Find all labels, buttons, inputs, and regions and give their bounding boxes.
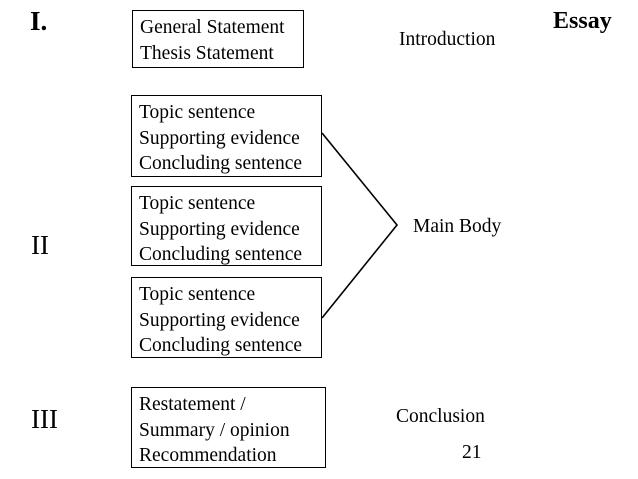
body-1-line-2: Supporting evidence xyxy=(139,127,300,149)
body-paragraph-box-1: Topic sentence Supporting evidence Concl… xyxy=(131,95,322,177)
section-label-introduction: Introduction xyxy=(399,29,496,50)
page-title: Essay xyxy=(553,8,612,34)
body-3-line-1: Topic sentence xyxy=(139,284,256,305)
conclusion-box: Restatement / Summary / opinion Recommen… xyxy=(131,387,326,468)
body-paragraph-box-2: Topic sentence Supporting evidence Concl… xyxy=(131,186,322,266)
body-3-line-2: Supporting evidence xyxy=(139,309,300,331)
section-numeral-one: I. xyxy=(30,6,48,36)
body-1-line-1: Topic sentence xyxy=(139,102,256,123)
body-2-line-2: Supporting evidence xyxy=(139,218,300,240)
body-3-line-3: Concluding sentence xyxy=(139,335,302,356)
body-2-line-1: Topic sentence xyxy=(139,193,256,214)
page-number: 21 xyxy=(462,442,482,463)
body-2-line-3: Concluding sentence xyxy=(139,244,302,265)
section-label-main-body: Main Body xyxy=(413,216,502,237)
conclusion-line-2: Summary / opinion xyxy=(139,419,290,441)
introduction-box: General Statement Thesis Statement xyxy=(132,10,304,68)
introduction-line-2: Thesis Statement xyxy=(140,42,274,64)
body-paragraph-box-3: Topic sentence Supporting evidence Concl… xyxy=(131,277,322,358)
section-label-conclusion: Conclusion xyxy=(396,406,485,427)
body-1-line-3: Concluding sentence xyxy=(139,153,302,174)
introduction-line-1: General Statement xyxy=(140,17,285,38)
conclusion-line-1: Restatement / xyxy=(139,394,246,415)
section-numeral-two: II xyxy=(31,230,49,260)
section-numeral-three: III xyxy=(31,404,58,434)
conclusion-line-3: Recommendation xyxy=(139,445,277,466)
